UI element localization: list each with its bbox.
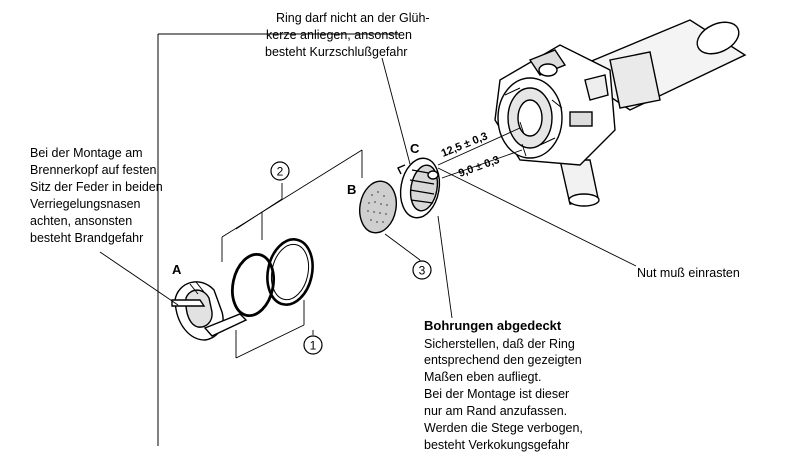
note-bohrungen-line-5: nur am Rand anzufassen.	[424, 404, 567, 418]
callout-3-number: 3	[419, 264, 426, 278]
note-bohrungen-line-7: besteht Verkokungsgefahr	[424, 438, 569, 452]
o-rings	[231, 238, 314, 318]
note-nut: Nut muß einrasten	[637, 266, 740, 280]
mesh-dots	[367, 191, 388, 223]
callout-3: 3	[412, 260, 432, 280]
callout-1: 1	[303, 335, 323, 355]
note-montage-line-3: Sitz der Feder in beiden	[30, 180, 163, 194]
note-montage-line-4: Verriegelungsnasen	[30, 197, 141, 211]
callout-2: 2	[270, 161, 290, 181]
diagram-frame	[157, 33, 400, 446]
note-bohrungen-title: Bohrungen abgedeckt	[424, 318, 562, 333]
note-montage-line-5: achten, ansonsten	[30, 214, 132, 228]
note-montage-line-1: Bei der Montage am	[30, 146, 143, 160]
note-ring-line-2: kerze anliegen, ansonsten	[266, 28, 412, 42]
bracket-lines	[99, 57, 637, 359]
note-montage-line-2: Brennerkopf auf festen	[30, 163, 157, 177]
part-label-b: B	[347, 182, 356, 197]
callout-2-number: 2	[277, 165, 284, 179]
burner-head	[494, 19, 747, 207]
callout-1-number: 1	[310, 339, 317, 353]
part-b-mesh-disc	[359, 180, 397, 234]
part-c-holder	[397, 157, 441, 219]
dimension-lines	[437, 121, 527, 179]
note-bohrungen-line-4: Bei der Montage ist dieser	[424, 387, 569, 401]
note-bohrungen-line-2: entsprechend den gezeigten	[424, 353, 582, 367]
part-label-c: C	[410, 141, 420, 156]
note-bohrungen: Bohrungen abgedeckt Sicherstellen, daß d…	[424, 318, 583, 452]
note-ring-line-1: Ring darf nicht an der Glüh-	[276, 11, 430, 25]
note-montage-line-6: besteht Brandgefahr	[30, 231, 143, 245]
note-ring-line-3: besteht Kurzschlußgefahr	[265, 45, 407, 59]
note-bohrungen-line-3: Maßen eben aufliegt.	[424, 370, 541, 384]
note-bohrungen-line-1: Sicherstellen, daß der Ring	[424, 337, 575, 351]
dimension-9-0: 9,0 ± 0,3	[457, 154, 501, 180]
note-bohrungen-line-6: Werden die Stege verbogen,	[424, 421, 583, 435]
note-ring: Ring darf nicht an der Glüh- kerze anlie…	[265, 11, 430, 59]
note-montage: Bei der Montage am Brennerkopf auf feste…	[30, 146, 163, 245]
part-label-a: A	[172, 262, 182, 277]
part-a-spring	[171, 281, 248, 341]
